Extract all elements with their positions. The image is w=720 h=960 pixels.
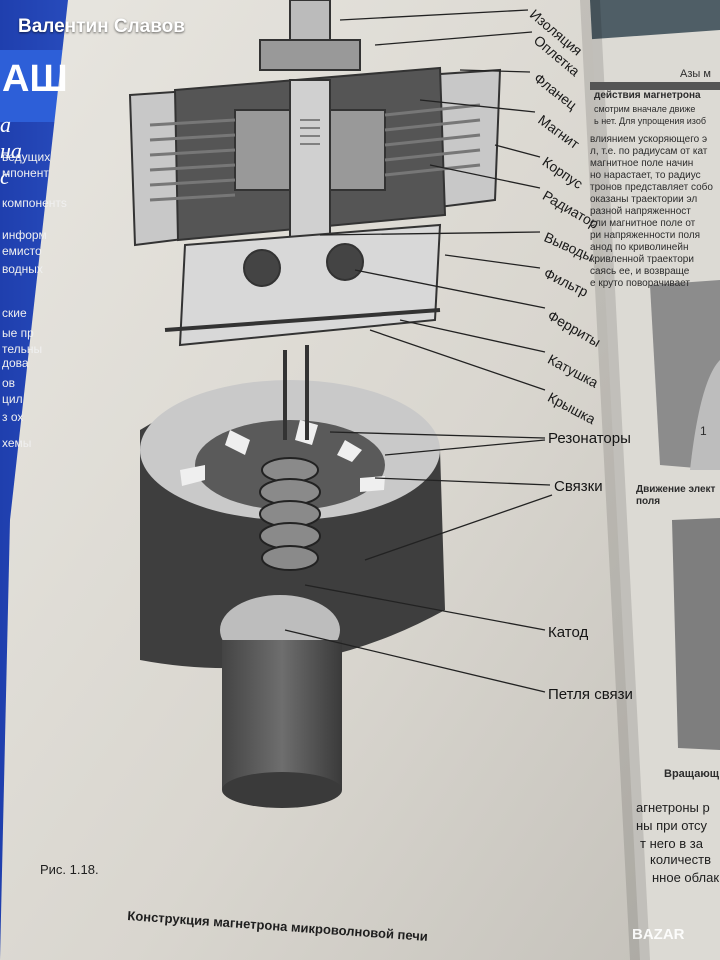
label-straps: Связки xyxy=(554,478,603,495)
top-leader-lines xyxy=(319,9,546,391)
right-intro-line: ь нет. Для упрощения изоб xyxy=(594,116,706,126)
right-body-line: оказаны траектории эл xyxy=(590,194,698,205)
cover-line: компонентs xyxy=(2,196,67,210)
cover-line: водных xyxy=(2,262,43,276)
label-cathode: Катод xyxy=(548,624,589,641)
cover-line: дова xyxy=(2,356,29,370)
right-section-title: действия магнетрона xyxy=(594,90,701,101)
right-body-line: разной напряженност xyxy=(590,206,691,217)
cover-line: емисто xyxy=(2,244,42,258)
right-body-line: л, т.е. по радиусам от кат xyxy=(590,146,708,157)
label-resonators: Резонаторы xyxy=(548,430,631,447)
cover-title: АШ xyxy=(2,58,68,100)
right-figure-number: 1 xyxy=(700,424,707,438)
right-lower-line: т него в за xyxy=(640,836,703,851)
right-body-line: сли магнитное поле от xyxy=(590,218,696,229)
right-body-line: тронов представляет собо xyxy=(590,182,713,193)
label-coupling-loop: Петля связи xyxy=(548,686,633,703)
cover-line: ские xyxy=(2,306,27,320)
figure-caption-number: Рис. 1.18. xyxy=(40,862,99,877)
right-figure-2 xyxy=(672,518,720,750)
cover-line: цил xyxy=(2,392,23,406)
right-figure-caption: поля xyxy=(636,496,661,507)
right-intro-line: смотрим вначале движе xyxy=(594,104,696,114)
cover-subtitle: а на с xyxy=(0,112,22,189)
cover-line: ов xyxy=(2,376,16,390)
cover-line: тельны xyxy=(2,342,43,356)
right-lower-line: ны при отсу xyxy=(636,818,708,833)
right-body-line: е круто поворачивает xyxy=(590,278,690,289)
right-lower-line: количеств xyxy=(650,852,711,867)
bottom-leader-lines xyxy=(284,431,553,693)
seller-name: Валентин Славов xyxy=(18,16,185,37)
right-lower-line: нное облак xyxy=(652,870,720,885)
right-body-line: влиянием ускоряющего э xyxy=(590,134,708,145)
right-body-line: но нарастает, то радиус xyxy=(590,170,701,181)
cover-line: хемы xyxy=(2,436,32,450)
right-lower-line: агнетроны р xyxy=(636,800,710,815)
right-body-line: кривленной траектори xyxy=(590,254,694,265)
cover-line: ведущих xyxy=(2,150,51,164)
right-figure-caption: Движение элект xyxy=(636,484,716,495)
cover-line: мпонент xyxy=(2,166,49,180)
watermark-logo: BAZAR xyxy=(632,926,685,943)
cover-line: ые пр xyxy=(2,326,34,340)
right-page-header: Азы м xyxy=(680,68,711,80)
right-body-line: анод по криволинейн xyxy=(590,242,689,253)
right-body-line: магнитное поле начин xyxy=(590,158,694,169)
cover-line: з ох xyxy=(2,410,24,424)
right-figure-caption-2: Вращающ xyxy=(664,768,719,780)
cover-line: информ xyxy=(2,228,47,242)
magnetron-side-diagram xyxy=(128,0,502,347)
right-body-line: саясь ее, и возвраще xyxy=(590,266,690,277)
right-body-line: ри напряженности поля xyxy=(590,230,701,241)
